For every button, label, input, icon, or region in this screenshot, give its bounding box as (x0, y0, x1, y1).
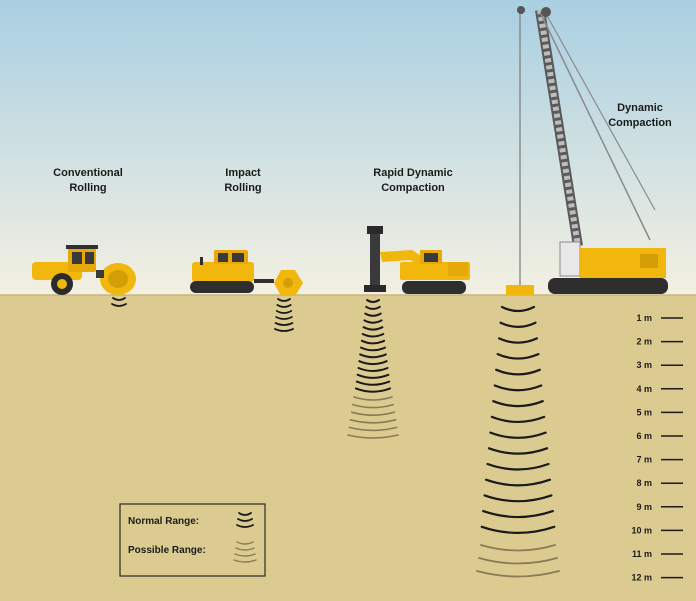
normal-range-wave (492, 400, 544, 408)
method-label-line1: Rapid Dynamic (373, 167, 452, 179)
compaction-depth-waves (111, 297, 560, 578)
normal-range-wave (487, 447, 549, 455)
normal-range-wave (499, 321, 537, 328)
depth-tick-label: 7 m (636, 455, 652, 465)
normal-range-wave (480, 525, 556, 534)
possible-range-wave (476, 570, 560, 578)
normal-range-wave (496, 353, 540, 360)
method-label-line2: Rolling (69, 182, 106, 194)
normal-range-wave (490, 415, 546, 424)
legend-normal-wave (237, 518, 253, 522)
normal-range-wave (111, 303, 127, 307)
legend-possible-wave (234, 553, 256, 557)
method-label-line2: Compaction (608, 117, 672, 129)
normal-range-wave (355, 380, 391, 386)
normal-range-wave (489, 431, 547, 439)
roller-machine-icon (32, 245, 136, 295)
normal-range-wave (359, 353, 387, 359)
normal-range-wave (363, 319, 383, 324)
method-label-conventional-rolling: Conventional Rolling (53, 167, 123, 194)
normal-range-wave (365, 305, 381, 310)
normal-range-wave (366, 299, 380, 303)
normal-range-wave (500, 305, 536, 313)
normal-range-wave (274, 328, 294, 332)
legend-possible-wave-icon (233, 541, 257, 563)
normal-range-wave (358, 360, 388, 366)
legend-normal-wave (238, 512, 252, 516)
normal-range-wave (486, 462, 550, 471)
normal-range-wave (361, 333, 385, 338)
normal-range-wave (484, 478, 552, 487)
depth-tick-label: 4 m (636, 384, 652, 394)
depth-tick-label: 10 m (631, 525, 652, 535)
normal-range-wave (360, 339, 386, 345)
possible-range-wave (347, 434, 399, 439)
normal-range-wave (362, 326, 384, 331)
possible-range-wave (349, 419, 397, 424)
normal-range-wave (274, 322, 294, 326)
legend: Normal Range: Possible Range: (119, 503, 266, 577)
method-label-line2: Compaction (381, 182, 445, 194)
impact-roller-machine-icon (190, 250, 303, 296)
normal-range-wave (495, 368, 541, 376)
legend-normal-wave (236, 524, 254, 528)
depth-tick-label: 8 m (636, 478, 652, 488)
normal-range-wave (276, 304, 292, 308)
method-label-rapid-dynamic-compaction: Rapid Dynamic Compaction (373, 167, 452, 194)
possible-range-wave (353, 396, 393, 401)
normal-range-wave (483, 494, 553, 503)
normal-range-wave (275, 316, 293, 320)
legend-possible-wave (235, 547, 255, 551)
method-label-line2: Rolling (224, 182, 261, 194)
normal-range-wave (277, 298, 291, 302)
depth-tick-label: 2 m (636, 337, 652, 347)
possible-range-wave (348, 426, 398, 432)
depth-tick-label: 9 m (636, 502, 652, 512)
normal-range-wave (493, 384, 543, 392)
depth-tick-label: 1 m (636, 313, 652, 323)
possible-range-wave (350, 411, 396, 416)
depth-tick-label: 11 m (632, 549, 652, 559)
depth-tick-label: 12 m (631, 573, 652, 583)
possible-range-wave (480, 544, 556, 552)
normal-range-wave (356, 373, 390, 379)
legend-possible-wave (236, 541, 254, 545)
normal-range-wave (354, 387, 392, 393)
legend-possible-label: Possible Range: (128, 545, 206, 556)
crane-machine-icon (506, 6, 668, 295)
normal-range-wave (112, 297, 126, 301)
method-label-impact-rolling: Impact Rolling (224, 167, 261, 194)
legend-normal-label: Normal Range: (128, 516, 199, 527)
depth-tick-label: 6 m (636, 431, 652, 441)
possible-range-wave (352, 403, 394, 409)
normal-range-wave (498, 337, 538, 344)
legend-possible-wave (233, 559, 257, 563)
rapid-compactor-machine-icon (364, 226, 470, 294)
method-label-line1: Conventional (53, 167, 123, 179)
normal-range-wave (360, 346, 386, 352)
method-label-line1: Dynamic (617, 102, 663, 114)
depth-tick-label: 5 m (636, 407, 652, 417)
legend-box (119, 503, 266, 577)
legend-normal-wave-icon (236, 512, 254, 528)
depth-tick-label: 3 m (636, 360, 652, 370)
possible-range-wave (478, 557, 558, 565)
normal-range-wave (364, 312, 382, 317)
normal-range-wave (357, 367, 389, 372)
normal-range-wave (482, 510, 554, 519)
method-label-dynamic-compaction: Dynamic Compaction (608, 102, 672, 129)
normal-range-wave (275, 310, 293, 314)
depth-scale: 1 m 2 m 3 m 4 m 5 m 6 m 7 m 8 m 9 m 10 m 11 m 12 m (631, 313, 683, 583)
soil (0, 295, 696, 601)
method-label-line1: Impact (225, 167, 261, 179)
